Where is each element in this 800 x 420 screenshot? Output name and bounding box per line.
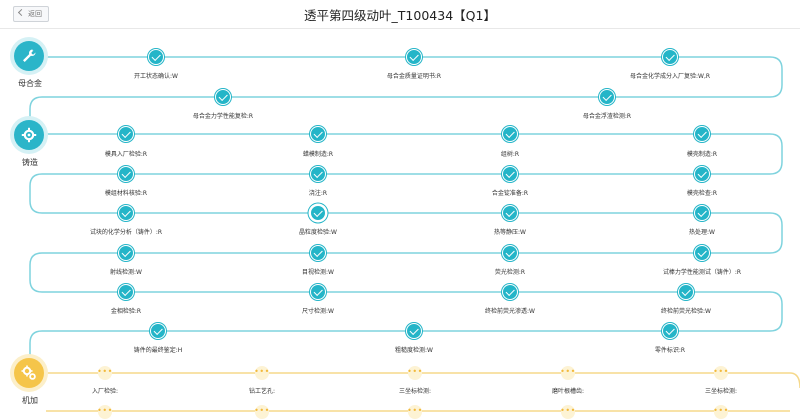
step-node[interactable] <box>662 49 678 65</box>
ellipsis-icon: ••• <box>713 405 729 415</box>
step-node[interactable] <box>502 205 518 221</box>
step-label: 母合金浮渣检测:R <box>582 113 632 120</box>
flow-connectors <box>29 56 800 412</box>
step-node[interactable] <box>406 323 422 339</box>
step-label: 模具入厂检验:R <box>104 151 148 158</box>
step-label: 金相检验:R <box>110 308 142 315</box>
step-label: 模壳制造:R <box>686 151 718 158</box>
pending-step-node[interactable]: ••• <box>97 405 113 419</box>
section-icon-machining <box>14 358 44 388</box>
gear-cog-icon <box>21 127 37 143</box>
step-node[interactable] <box>310 126 326 142</box>
section-label-casting: 铸造 <box>22 158 38 167</box>
step-node[interactable] <box>502 245 518 261</box>
step-label: 试块的化学分析（铸件）:R <box>89 229 163 236</box>
step-label: 三坐标检测: <box>704 388 738 395</box>
step-node[interactable] <box>118 205 134 221</box>
step-label: 三坐标检测: <box>398 388 432 395</box>
step-label: 蜡模制造:R <box>302 151 334 158</box>
pending-step-node[interactable]: ••• <box>254 405 270 419</box>
step-label: 热处理:W <box>689 229 715 236</box>
process-flow: 母合金 铸造 机加 开工状态确认:W 母合金质量证明书:R 母合金化学成分入厂复… <box>0 28 800 420</box>
step-label: 粗糙度检测:W <box>395 347 433 354</box>
step-node[interactable] <box>118 245 134 261</box>
page-title: 透平第四级动叶_T100434【Q1】 <box>304 8 496 23</box>
gears-icon <box>21 365 36 380</box>
step-label: 磨叶根槽齿: <box>551 388 585 395</box>
pending-step-node[interactable]: ••• <box>407 405 423 419</box>
ellipsis-icon: ••• <box>560 366 576 376</box>
step-node-selected[interactable] <box>310 205 326 221</box>
wrench-icon <box>23 49 36 62</box>
step-node[interactable] <box>310 284 326 300</box>
ellipsis-icon: ••• <box>560 405 576 415</box>
step-label: 合金锭准备:R <box>491 190 529 197</box>
step-label: 钻工艺孔: <box>248 388 276 395</box>
step-label: 浇注:R <box>308 190 328 197</box>
step-node[interactable] <box>148 49 164 65</box>
step-label: 模组材料核验:R <box>104 190 148 197</box>
pending-step-node[interactable]: ••• <box>560 366 576 380</box>
pending-step-node[interactable]: ••• <box>713 405 729 419</box>
step-node[interactable] <box>502 126 518 142</box>
step-label: 目视检测:W <box>302 269 334 276</box>
step-node[interactable] <box>694 166 710 182</box>
step-label: 尺寸检测:W <box>302 308 334 315</box>
step-label: 晶粒度检验:W <box>299 229 337 236</box>
top-bar: 返回 透平第四级动叶_T100434【Q1】 <box>0 0 800 29</box>
step-label: 终检前荧光渗透:W <box>485 308 535 315</box>
section-label-mother-alloy: 母合金 <box>18 79 42 88</box>
section-label-machining: 机加 <box>22 396 38 405</box>
step-node[interactable] <box>502 284 518 300</box>
step-node[interactable] <box>678 284 694 300</box>
pending-step-node[interactable]: ••• <box>713 366 729 380</box>
section-icon-mother-alloy <box>14 41 44 71</box>
back-button[interactable]: 返回 <box>13 6 49 22</box>
section-icon-casting <box>14 120 44 150</box>
ellipsis-icon: ••• <box>407 366 423 376</box>
step-node[interactable] <box>310 245 326 261</box>
pending-step-node[interactable]: ••• <box>254 366 270 380</box>
step-label: 组树:R <box>500 151 520 158</box>
step-label: 热等静压:W <box>494 229 526 236</box>
step-label: 母合金质量证明书:R <box>386 73 442 80</box>
pending-step-node[interactable]: ••• <box>407 366 423 380</box>
step-label: 母合金力学性能复检:R <box>192 113 254 120</box>
back-label: 返回 <box>28 10 42 18</box>
step-node[interactable] <box>694 126 710 142</box>
step-node[interactable] <box>662 323 678 339</box>
step-node[interactable] <box>406 49 422 65</box>
step-label: 试棒力学性能测试（铸件）:R <box>662 269 742 276</box>
step-node[interactable] <box>694 245 710 261</box>
step-label: 零件标识:R <box>654 347 686 354</box>
step-node[interactable] <box>599 89 615 105</box>
step-label: 模壳检查:R <box>686 190 718 197</box>
step-label: 开工状态确认:W <box>134 73 178 80</box>
step-node[interactable] <box>150 323 166 339</box>
step-label: 入厂检验: <box>91 388 119 395</box>
pending-step-node[interactable]: ••• <box>560 405 576 419</box>
ellipsis-icon: ••• <box>713 366 729 376</box>
step-label: 铸件的最终鉴定:H <box>133 347 183 354</box>
step-node[interactable] <box>502 166 518 182</box>
ellipsis-icon: ••• <box>97 366 113 376</box>
ellipsis-icon: ••• <box>407 405 423 415</box>
step-label: 终检前荧光检验:W <box>661 308 711 315</box>
step-node[interactable] <box>118 166 134 182</box>
ellipsis-icon: ••• <box>254 405 270 415</box>
step-label: 射线检测:W <box>110 269 142 276</box>
step-label: 荧光检测:R <box>494 269 526 276</box>
ellipsis-icon: ••• <box>97 405 113 415</box>
step-node[interactable] <box>118 284 134 300</box>
ellipsis-icon: ••• <box>254 366 270 376</box>
step-node[interactable] <box>694 205 710 221</box>
pending-step-node[interactable]: ••• <box>97 366 113 380</box>
step-label: 母合金化学成分入厂复验:W,R <box>629 73 711 80</box>
step-node[interactable] <box>118 126 134 142</box>
step-node[interactable] <box>310 166 326 182</box>
step-node[interactable] <box>215 89 231 105</box>
